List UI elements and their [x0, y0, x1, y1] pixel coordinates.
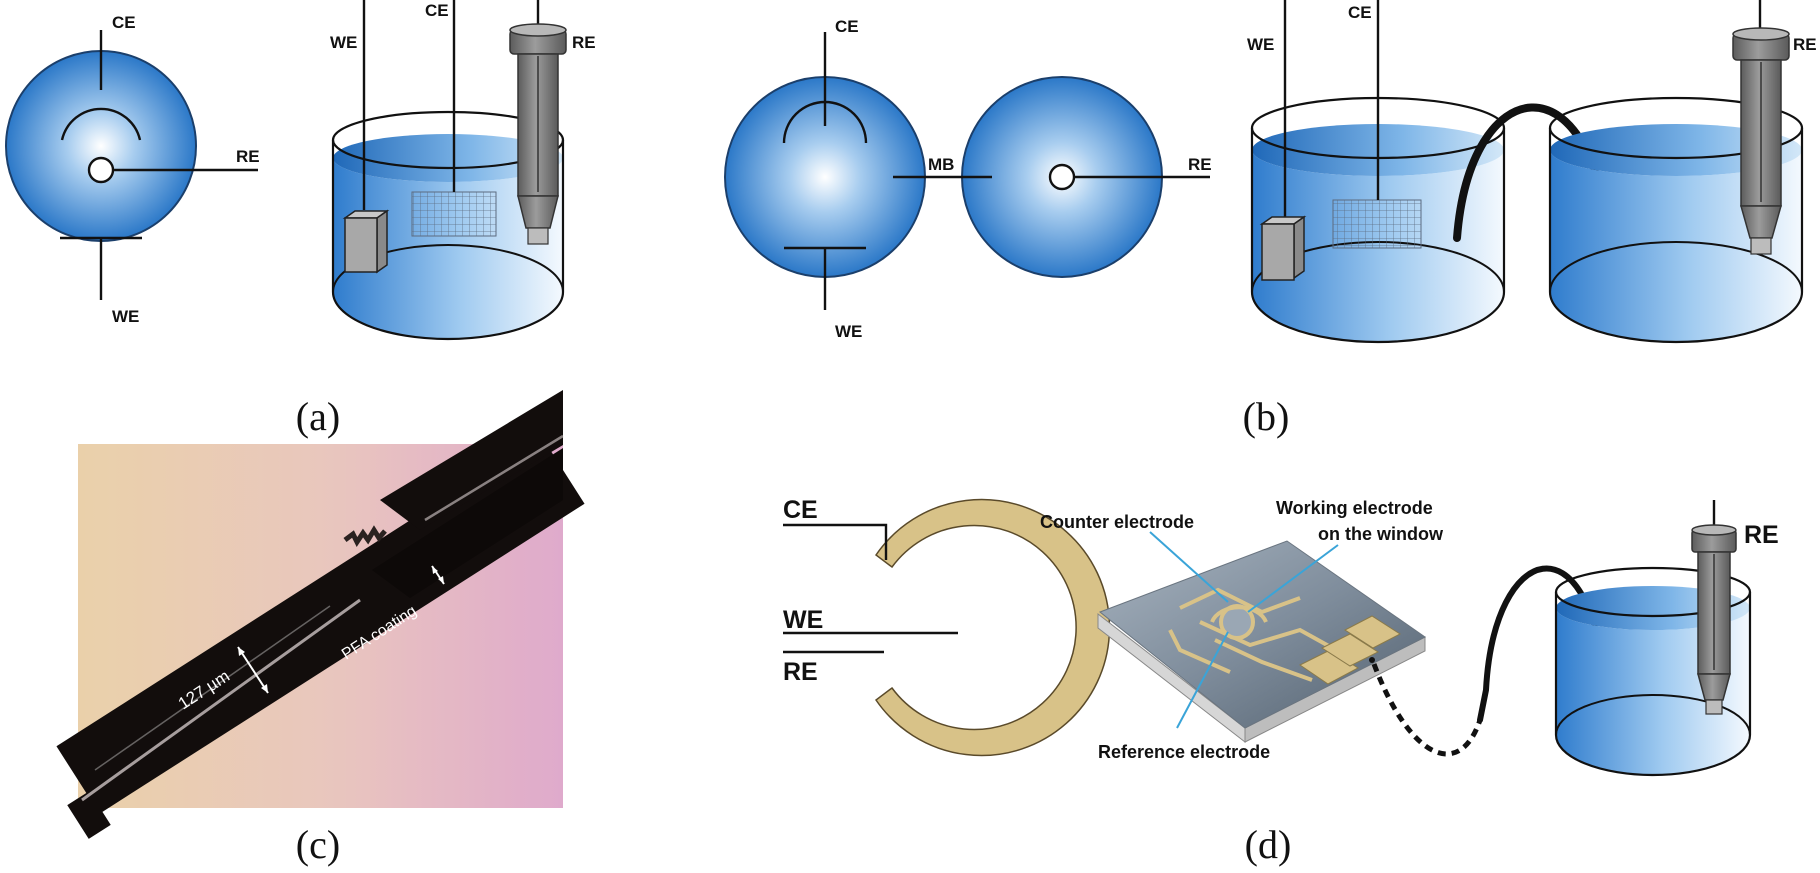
- panel-a: CE WE RE: [5, 0, 596, 439]
- caption-c: (c): [296, 822, 340, 867]
- working-electrode-callout-line2: on the window: [1318, 524, 1444, 544]
- re-label: RE: [1188, 155, 1212, 174]
- panel-b-top-view: CE MB RE WE: [724, 17, 1212, 341]
- re-label: RE: [1793, 35, 1817, 54]
- panel-b-beaker-right: RE: [1548, 0, 1817, 344]
- panel-c: 127 µm PFA coating (c): [56, 390, 585, 867]
- ce-label: CE: [112, 13, 136, 32]
- electrode-chip: [1097, 540, 1426, 744]
- working-electrode-callout-line1: Working electrode: [1276, 498, 1433, 518]
- counter-electrode-ring: [874, 498, 1111, 757]
- counter-mesh: [411, 191, 497, 237]
- mb-label: MB: [928, 155, 954, 174]
- re-label: RE: [572, 33, 596, 52]
- reference-electrode-tip: [1048, 163, 1076, 191]
- working-electrode-block: [1259, 215, 1307, 281]
- panel-d: CE WE RE: [783, 496, 1779, 867]
- ce-label: CE: [1348, 3, 1372, 22]
- panel-d-beaker: RE: [1554, 500, 1779, 777]
- re-label: RE: [236, 147, 260, 166]
- we-label: WE: [1247, 35, 1274, 54]
- reference-electrode-callout: Reference electrode: [1098, 742, 1270, 762]
- ce-label: CE: [835, 17, 859, 36]
- caption-b: (b): [1243, 394, 1290, 439]
- ce-label: CE: [783, 496, 818, 524]
- diameter-arrow: [237, 646, 269, 694]
- cable-dotted: [1371, 663, 1483, 757]
- contact-pads: [1299, 615, 1401, 685]
- we-label: WE: [112, 307, 139, 326]
- re-label: RE: [1744, 521, 1779, 549]
- panel-b-beaker-left: WE CE: [1247, 0, 1506, 344]
- counter-mesh: [1332, 199, 1422, 249]
- wire-photo: 127 µm PFA coating: [56, 390, 585, 839]
- caption-a: (a): [296, 394, 340, 439]
- counter-electrode-callout: Counter electrode: [1040, 512, 1194, 532]
- panel-a-top-view: CE WE RE: [5, 13, 260, 326]
- counter-electrode-arc: [782, 100, 868, 144]
- reference-electrode-tip: [87, 156, 115, 184]
- working-electrode-block: [342, 209, 390, 274]
- reference-electrode: [1732, 0, 1790, 255]
- coating-arrow: [431, 565, 445, 585]
- counter-electrode-arc: [60, 107, 142, 141]
- callouts: [1149, 531, 1339, 729]
- reference-electrode: [509, 0, 567, 245]
- we-label: WE: [835, 322, 862, 341]
- reference-electrode: [1691, 500, 1737, 715]
- panel-d-top-view: CE WE RE: [783, 496, 1111, 757]
- panel-b: CE MB RE WE WE CE: [724, 0, 1817, 439]
- ce-label: CE: [425, 1, 449, 20]
- we-label: WE: [783, 606, 823, 634]
- panel-a-beaker: WE CE RE: [330, 0, 596, 341]
- we-label: WE: [330, 33, 357, 52]
- re-label: RE: [783, 658, 818, 686]
- caption-d: (d): [1245, 822, 1292, 867]
- counter-electrode-arc-chip: [1210, 605, 1268, 623]
